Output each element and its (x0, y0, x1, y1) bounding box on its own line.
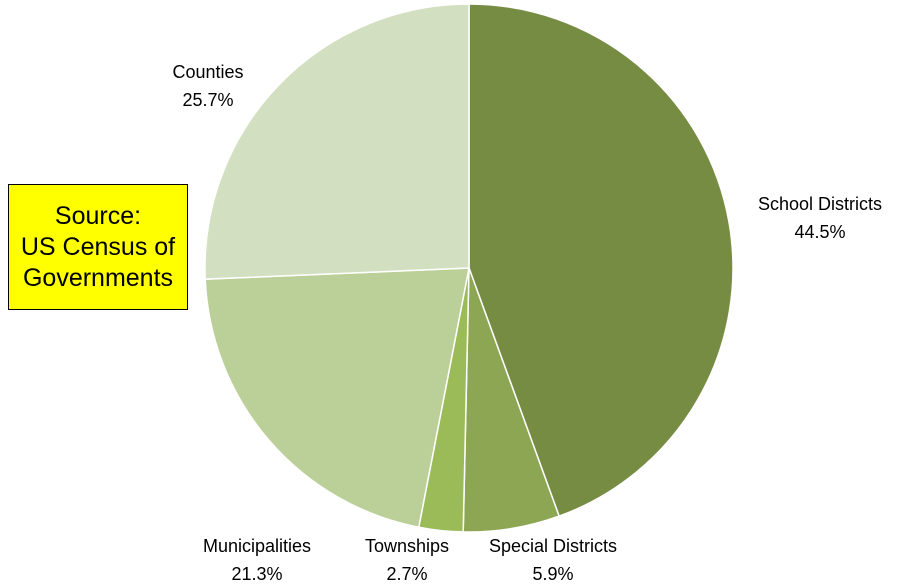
source-line-3: Governments (22, 263, 174, 292)
source-line-2: US Census of (20, 232, 176, 261)
slice-value-label: 2.7% (386, 564, 427, 584)
slice-value-label: 5.9% (532, 564, 573, 584)
slice-category-label: Special Districts (489, 536, 617, 556)
slice-category-label: School Districts (758, 194, 882, 214)
pie-slice-municipalities (204, 267, 470, 529)
slice-category-label: Counties (172, 62, 243, 82)
slice-value-label: 25.7% (182, 90, 233, 110)
slice-category-label: Municipalities (203, 536, 311, 556)
source-annotation: Source: US Census of Governments (8, 184, 188, 310)
pie-labels: School Districts 44.5% Special Districts 5.… (172, 62, 882, 584)
pie-slice-school-districts (468, 3, 734, 518)
pie-slices (204, 3, 734, 533)
slice-value-label: 21.3% (231, 564, 282, 584)
slice-category-label: Townships (365, 536, 449, 556)
slice-value-label: 44.5% (794, 222, 845, 242)
source-line-1: Source: (54, 201, 142, 230)
pie-slice-counties (204, 3, 470, 280)
